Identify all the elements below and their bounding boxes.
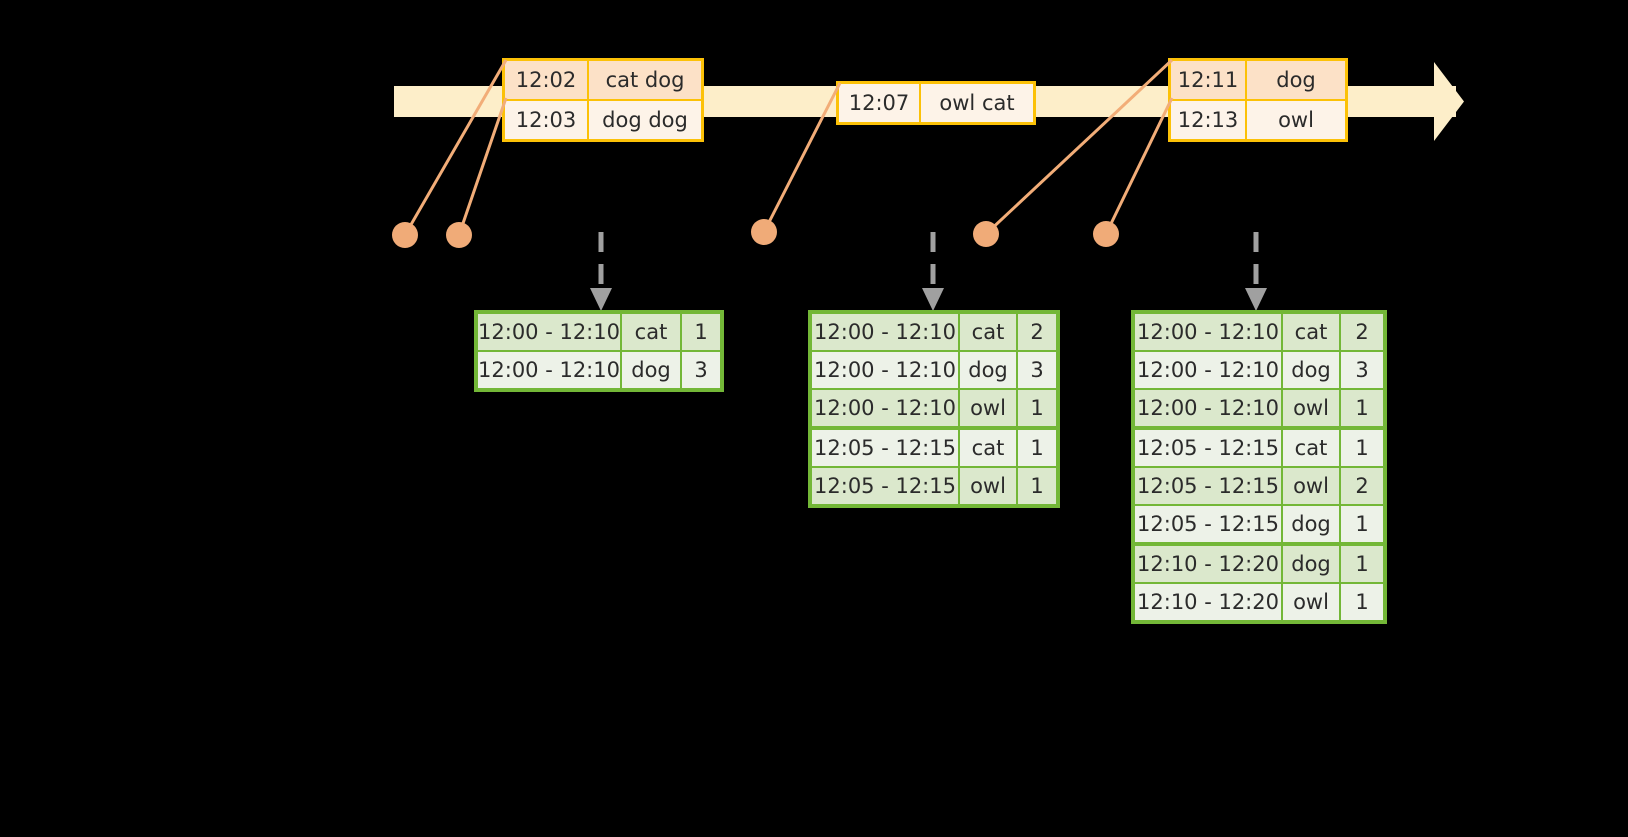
result-count: 1	[1341, 506, 1383, 542]
result-count: 1	[682, 314, 720, 350]
connector-dot-1	[392, 222, 418, 248]
result-window: 12:00 - 12:10	[812, 352, 960, 388]
result-window: 12:05 - 12:15	[1135, 468, 1283, 504]
connector-dot-4	[973, 221, 999, 247]
result-key: owl	[1283, 468, 1341, 504]
result-key: cat	[960, 314, 1018, 350]
result-key: dog	[960, 352, 1018, 388]
event-table-2: 12:07 owl cat	[836, 81, 1036, 125]
event-time: 12:13	[1171, 101, 1247, 139]
event-value: dog	[1247, 61, 1345, 99]
result-key: cat	[960, 430, 1018, 466]
result-key: dog	[1283, 546, 1341, 582]
result-key: owl	[1283, 584, 1341, 620]
result-count: 1	[1018, 390, 1056, 426]
result-key: cat	[622, 314, 682, 350]
event-row: 12:02 cat dog	[505, 61, 701, 99]
result-key: cat	[1283, 430, 1341, 466]
result-count: 1	[1341, 546, 1383, 582]
connector-line-5	[1104, 97, 1174, 235]
down-arrow-icon-3	[1245, 232, 1267, 311]
result-count: 1	[1018, 468, 1056, 504]
result-window: 12:05 - 12:15	[812, 430, 960, 466]
result-count: 1	[1341, 584, 1383, 620]
connector-line-2	[457, 97, 508, 236]
result-window: 12:05 - 12:15	[812, 468, 960, 504]
result-count: 2	[1018, 314, 1056, 350]
result-window: 12:00 - 12:10	[478, 314, 622, 350]
down-arrow-icon-2	[922, 232, 944, 311]
result-count: 3	[682, 352, 720, 388]
connector-dot-3	[751, 219, 777, 245]
result-window: 12:00 - 12:10	[1135, 390, 1283, 426]
event-value: dog dog	[589, 101, 701, 139]
result-key: owl	[960, 390, 1018, 426]
result-window: 12:00 - 12:10	[478, 352, 622, 388]
event-value: owl cat	[921, 84, 1033, 122]
timeline-arrow-icon	[1408, 62, 1464, 141]
result-window: 12:00 - 12:10	[1135, 352, 1283, 388]
result-count: 1	[1341, 390, 1383, 426]
result-count: 1	[1018, 430, 1056, 466]
result-window: 12:00 - 12:10	[1135, 314, 1283, 350]
down-arrow-icon-1	[590, 232, 612, 311]
result-window: 12:00 - 12:10	[812, 314, 960, 350]
event-row: 12:03 dog dog	[505, 99, 701, 139]
result-window: 12:05 - 12:15	[1135, 430, 1283, 466]
result-count: 1	[1341, 430, 1383, 466]
event-row: 12:13 owl	[1171, 99, 1345, 139]
result-window: 12:05 - 12:15	[1135, 506, 1283, 542]
result-key: dog	[1283, 352, 1341, 388]
result-count: 2	[1341, 314, 1383, 350]
result-count: 3	[1341, 352, 1383, 388]
event-time: 12:11	[1171, 61, 1247, 99]
result-window: 12:10 - 12:20	[1135, 546, 1283, 582]
result-key: dog	[622, 352, 682, 388]
result-window: 12:10 - 12:20	[1135, 584, 1283, 620]
event-time: 12:02	[505, 61, 589, 99]
event-table-3: 12:11 dog 12:13 owl	[1168, 58, 1348, 142]
result-count: 3	[1018, 352, 1056, 388]
connector-dot-2	[446, 222, 472, 248]
result-key: dog	[1283, 506, 1341, 542]
event-value: cat dog	[589, 61, 701, 99]
event-value: owl	[1247, 101, 1345, 139]
event-table-1: 12:02 cat dog 12:03 dog dog	[502, 58, 704, 142]
event-time: 12:07	[839, 84, 921, 122]
connector-dot-5	[1093, 221, 1119, 247]
result-window: 12:00 - 12:10	[812, 390, 960, 426]
event-row: 12:07 owl cat	[839, 84, 1033, 122]
event-row: 12:11 dog	[1171, 61, 1345, 99]
result-key: owl	[1283, 390, 1341, 426]
result-key: owl	[960, 468, 1018, 504]
event-time: 12:03	[505, 101, 589, 139]
result-key: cat	[1283, 314, 1341, 350]
result-count: 2	[1341, 468, 1383, 504]
